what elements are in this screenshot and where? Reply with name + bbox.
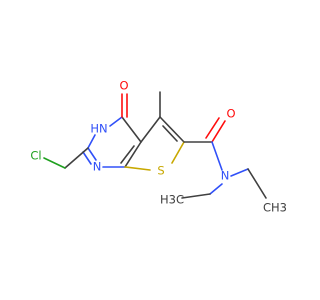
sulfur-label: S: [157, 164, 164, 178]
bond-ch2-ch3-right: [247, 168, 267, 199]
bond-camide-o: [211, 120, 226, 143]
oxygen-ring-label: O: [119, 79, 128, 93]
atom-label-layer: O HN O N S N Cl H3C CH3: [30, 79, 287, 215]
bond-c4a-c5: [140, 116, 161, 143]
bond-n3-c4: [109, 116, 123, 127]
bond-n1-c2-inner: [82, 151, 92, 165]
bond-c4a-c7a-inner: [120, 145, 135, 164]
nitrogen-amide-label: N: [221, 169, 230, 183]
bond-ch2-cl: [43, 157, 66, 169]
bond-c2-ch2: [64, 147, 89, 169]
bond-camide-o-inner: [205, 117, 220, 139]
ch3-right-label: CH3: [263, 201, 287, 215]
bond-layer: [43, 91, 267, 199]
molecule-structure: O HN O N S N Cl H3C CH3: [30, 79, 287, 215]
nh-label: HN: [90, 122, 107, 136]
bond-c6-s: [171, 141, 185, 164]
bond-c5-c6: [159, 116, 185, 143]
bond-s-c7a: [124, 166, 151, 171]
bond-c4a-c7a: [124, 141, 142, 168]
bond-c5-c6-inner: [162, 125, 178, 142]
oxygen-amide-label: O: [226, 107, 235, 121]
ch3-left-label: H3C: [160, 193, 184, 207]
bond-c4-c4a: [121, 116, 142, 143]
bond-c2-n3: [87, 134, 96, 149]
bond-n-ch2-left: [209, 183, 223, 195]
bond-ch2-ch3-left: [181, 193, 211, 199]
bond-camide-n: [211, 141, 223, 171]
bond-n-ch2-right: [230, 168, 249, 177]
chlorine-label: Cl: [30, 149, 41, 163]
bond-n1-c2: [87, 147, 97, 161]
nitrogen-ring-label: N: [93, 160, 102, 174]
